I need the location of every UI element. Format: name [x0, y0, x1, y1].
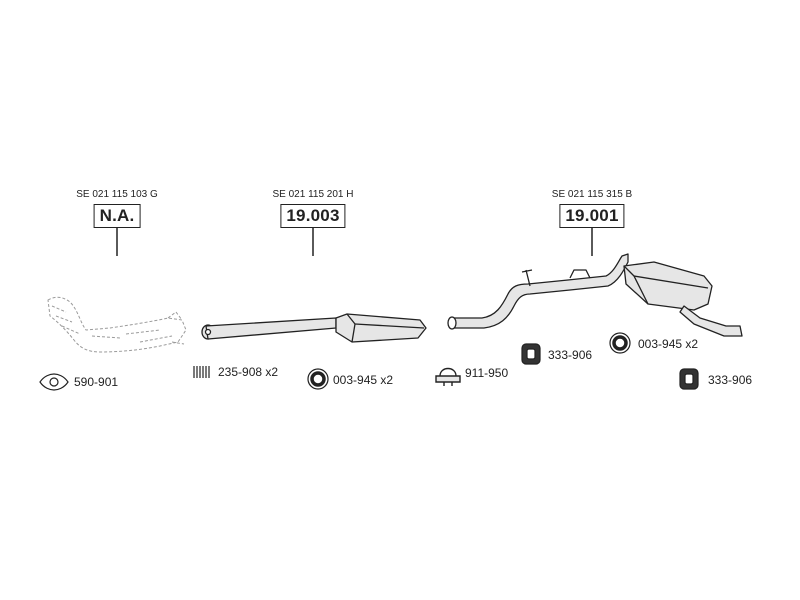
- sealing-ring-icon: [307, 368, 329, 390]
- part-label-rubber-mount-1: 333-906: [548, 348, 593, 362]
- part-label-rubber-mount-2: 333-906: [708, 373, 753, 387]
- front-pipe-sketch: [47, 296, 187, 353]
- rubber-mount-icon: [679, 368, 699, 390]
- part-code-rear-silencer: 19.001: [559, 204, 625, 228]
- part-label-spring: 235-908 x2: [218, 365, 279, 379]
- part-label-sealing-ring-2: 003-945 x2: [638, 337, 699, 351]
- part-label-gasket: 590-901: [74, 375, 119, 389]
- part-label-sealing-ring-1: 003-945 x2: [333, 373, 394, 387]
- middle-silencer: [201, 313, 427, 343]
- part-code-middle-silencer: 19.003: [280, 204, 346, 228]
- gasket-icon: [39, 373, 69, 391]
- clamp-icon: [435, 367, 461, 386]
- oem-ref-middle-silencer: SE 021 115 201 H: [272, 189, 354, 200]
- spring-icon: [193, 366, 210, 378]
- oem-ref-front-pipe: SE 021 115 103 G: [76, 189, 158, 200]
- rear-silencer: [447, 253, 743, 337]
- rubber-mount-icon: [521, 343, 541, 365]
- part-code-front-pipe: N.A.: [93, 204, 141, 228]
- part-label-clamp: 911-950: [465, 366, 509, 380]
- sealing-ring-icon: [609, 332, 631, 354]
- oem-ref-rear-silencer: SE 021 115 315 B: [551, 189, 633, 200]
